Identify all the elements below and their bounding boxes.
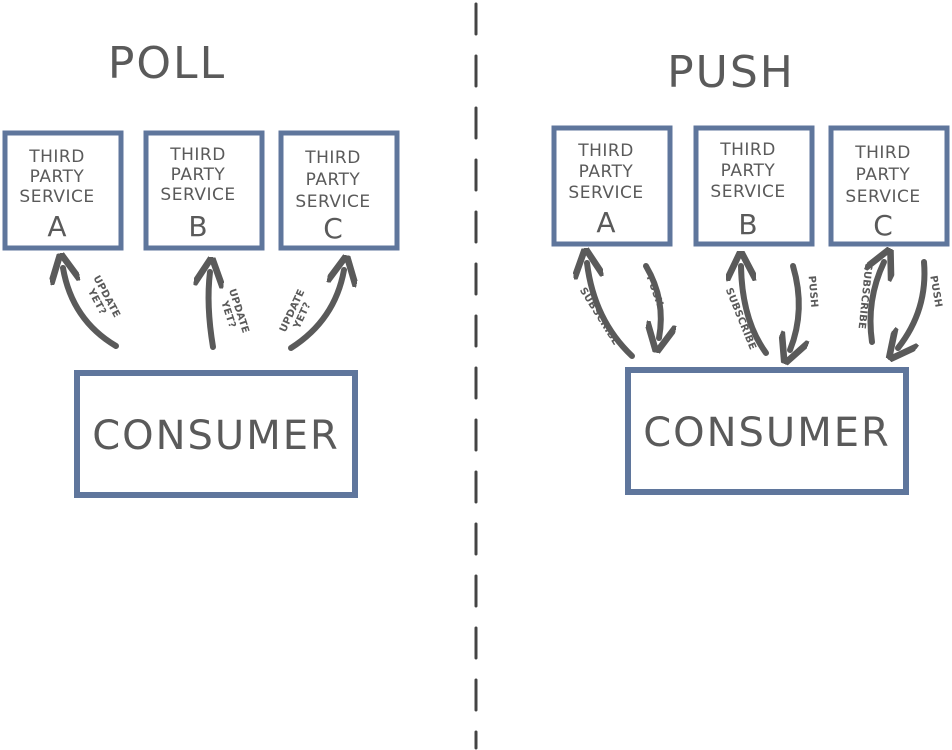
service-letter: B: [738, 208, 757, 241]
poll-arrow-c: [288, 270, 344, 351]
service-box: [693, 125, 815, 247]
service-label-line2: PARTY: [306, 170, 361, 190]
poll-arrow-a: [63, 268, 119, 349]
poll-service-c: THIRD PARTY SERVICE C: [278, 130, 400, 251]
subscribe-arrow-b: [741, 266, 769, 356]
poll-service-a: THIRD PARTY SERVICE A: [2, 130, 124, 251]
service-label-line2: PARTY: [30, 167, 85, 187]
service-letter: A: [47, 210, 66, 243]
service-letter: B: [188, 210, 207, 243]
poll-consumer: CONSUMER: [74, 370, 358, 498]
service-label-line2: PARTY: [579, 162, 634, 182]
service-label-line2: PARTY: [721, 161, 776, 181]
poll-service-b: THIRD PARTY SERVICE B: [143, 130, 265, 251]
service-label-line1: THIRD: [577, 141, 634, 161]
service-box: [2, 130, 124, 251]
push-arrow-b: [790, 263, 799, 350]
service-letter: A: [596, 206, 615, 239]
consumer-box: [74, 370, 358, 498]
service-label-line1: THIRD: [719, 140, 776, 160]
subscribe-arrow-c: [871, 262, 885, 345]
service-box: [278, 130, 400, 251]
consumer-label: CONSUMER: [643, 410, 891, 456]
push-title: PUSH: [667, 47, 795, 98]
push-arrow-c: [898, 259, 928, 348]
push-service-a: THIRD PARTY SERVICE A: [551, 125, 673, 247]
poll-arrow-b-label: UPDATE YET?: [218, 288, 251, 335]
service-box: [551, 125, 673, 247]
push-label-a: PUSH: [644, 274, 665, 308]
service-box: [828, 125, 950, 247]
subscribe-label-a: SUBSCRIBE: [577, 286, 621, 348]
service-box: [143, 130, 265, 251]
service-label-line3: SERVICE: [710, 182, 785, 202]
poll-arrow-b: [209, 272, 213, 350]
service-label-line2: PARTY: [856, 165, 911, 185]
service-label-line1: THIRD: [169, 145, 226, 165]
service-label-line3: SERVICE: [295, 192, 370, 212]
service-label-line3: SERVICE: [845, 187, 920, 207]
push-consumer: CONSUMER: [625, 367, 909, 495]
push-label-b: PUSH: [806, 275, 820, 308]
service-label-line1: THIRD: [304, 148, 361, 168]
subscribe-label-b: SUBSCRIBE: [723, 286, 758, 351]
push-service-c: THIRD PARTY SERVICE C: [828, 125, 950, 247]
service-label-line3: SERVICE: [568, 183, 643, 203]
service-label-line3: SERVICE: [19, 187, 94, 207]
push-label-c: PUSH: [927, 275, 943, 309]
poll-title: POLL: [108, 38, 226, 89]
consumer-label: CONSUMER: [92, 413, 340, 459]
service-label-line1: THIRD: [854, 143, 911, 163]
service-letter: C: [873, 209, 893, 242]
service-label-line1: THIRD: [28, 147, 85, 167]
subscribe-arrow-a: [587, 263, 635, 359]
push-arrow-a: [643, 263, 661, 338]
consumer-box: [625, 367, 909, 495]
service-label-line3: SERVICE: [160, 185, 235, 205]
service-letter: C: [323, 212, 343, 245]
push-service-b: THIRD PARTY SERVICE B: [693, 125, 815, 247]
service-label-line2: PARTY: [171, 165, 226, 185]
